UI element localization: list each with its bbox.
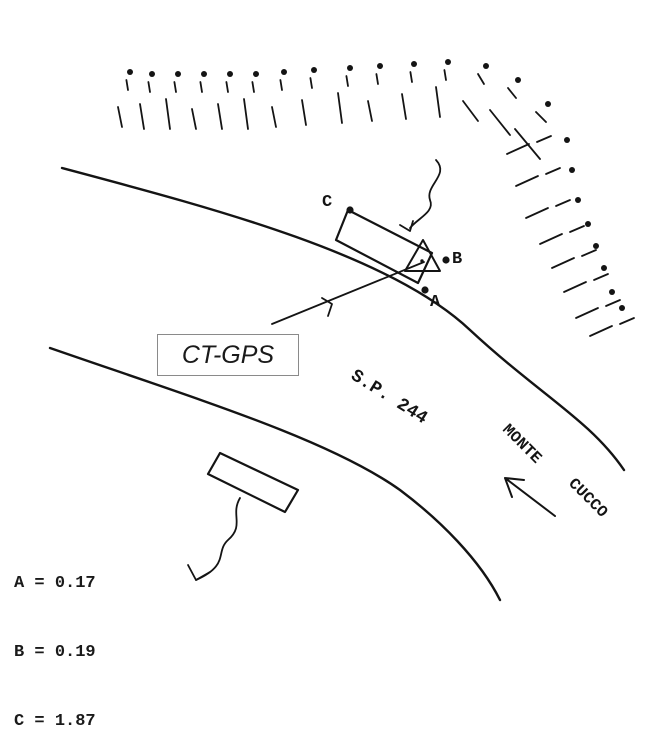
upper-survey-rect — [334, 208, 434, 285]
slope-dot — [347, 65, 353, 71]
label-point-c: C — [322, 193, 332, 212]
slope-dash — [165, 81, 177, 130]
slope-dot — [609, 289, 615, 295]
slope-dot — [175, 71, 181, 77]
slope-dash — [506, 135, 552, 155]
slope-dash — [367, 73, 379, 122]
legend-row-c: C = 1.87 — [14, 712, 96, 731]
ctgps-pointer-tick — [321, 297, 333, 317]
ctgps-label: CT-GPS — [181, 340, 275, 369]
slope-dash — [117, 79, 129, 128]
slope-dash — [337, 75, 349, 124]
slope-dash — [551, 249, 597, 269]
slope-dot — [377, 63, 383, 69]
slope-dash — [575, 299, 621, 319]
slope-dash — [435, 69, 447, 118]
slope-dot — [127, 69, 133, 75]
slope-dot — [445, 59, 451, 65]
slope-dash — [563, 273, 609, 293]
flow-arrow-lower — [195, 497, 241, 581]
road-upper-edge — [60, 166, 626, 472]
label-point-b: B — [452, 250, 462, 269]
slope-dot — [483, 63, 489, 69]
site-sketch: C B A S.P. 244 MONTE CUCCO — [48, 59, 635, 602]
slope-dash — [217, 81, 229, 130]
slope-dot — [601, 265, 607, 271]
slope-dot — [227, 71, 233, 77]
slope-dash — [401, 71, 413, 120]
flow-arrow-upper — [409, 159, 442, 229]
point-c-dot — [346, 206, 354, 214]
direction-arrow-icon — [504, 477, 556, 517]
slope-dot — [311, 67, 317, 73]
slope-dot — [253, 71, 259, 77]
slope-dot — [569, 167, 575, 173]
slope-dot — [411, 61, 417, 67]
slope-dot — [515, 77, 521, 83]
slope-dash — [515, 167, 561, 187]
slope-dot — [281, 69, 287, 75]
slope-dot — [201, 71, 207, 77]
measurement-legend: A = 0.17 B = 0.19 C = 1.87 — [14, 526, 96, 756]
direction-label-monte: MONTE — [498, 421, 545, 468]
slope-dash — [191, 81, 203, 130]
point-a-dot — [421, 286, 429, 294]
slope-dash — [589, 317, 635, 337]
ctgps-label-box: CT-GPS — [157, 334, 299, 376]
slope-dot — [575, 197, 581, 203]
slope-dash — [139, 81, 151, 130]
slope-dash — [525, 199, 571, 219]
slope-dot — [593, 243, 599, 249]
flow-arrowhead-lower — [187, 564, 211, 581]
slope-dash — [271, 79, 283, 128]
lower-survey-rect — [206, 451, 300, 514]
point-b-dot — [442, 256, 450, 264]
legend-row-b: B = 0.19 — [14, 643, 96, 662]
slope-dot — [545, 101, 551, 107]
label-point-a: A — [430, 293, 441, 312]
slope-dot — [619, 305, 625, 311]
slope-dot — [564, 137, 570, 143]
ctgps-pointer-line — [271, 261, 425, 325]
slope-dash — [539, 225, 585, 245]
slope-dot — [585, 221, 591, 227]
road-label: S.P. 244 — [347, 366, 431, 429]
slope-dash — [301, 77, 313, 126]
slope-dash — [462, 73, 485, 122]
slope-hatch-icon — [117, 59, 635, 337]
slope-dot — [149, 71, 155, 77]
flow-arrowhead-upper — [399, 220, 414, 232]
direction-label-cucco: CUCCO — [564, 475, 611, 522]
legend-row-a: A = 0.17 — [14, 574, 96, 593]
road-lower-edge — [48, 346, 502, 602]
slope-dash — [243, 81, 255, 130]
triangle-station-icon — [404, 239, 441, 272]
slope-dash — [514, 111, 547, 160]
slope-dash — [489, 87, 517, 136]
